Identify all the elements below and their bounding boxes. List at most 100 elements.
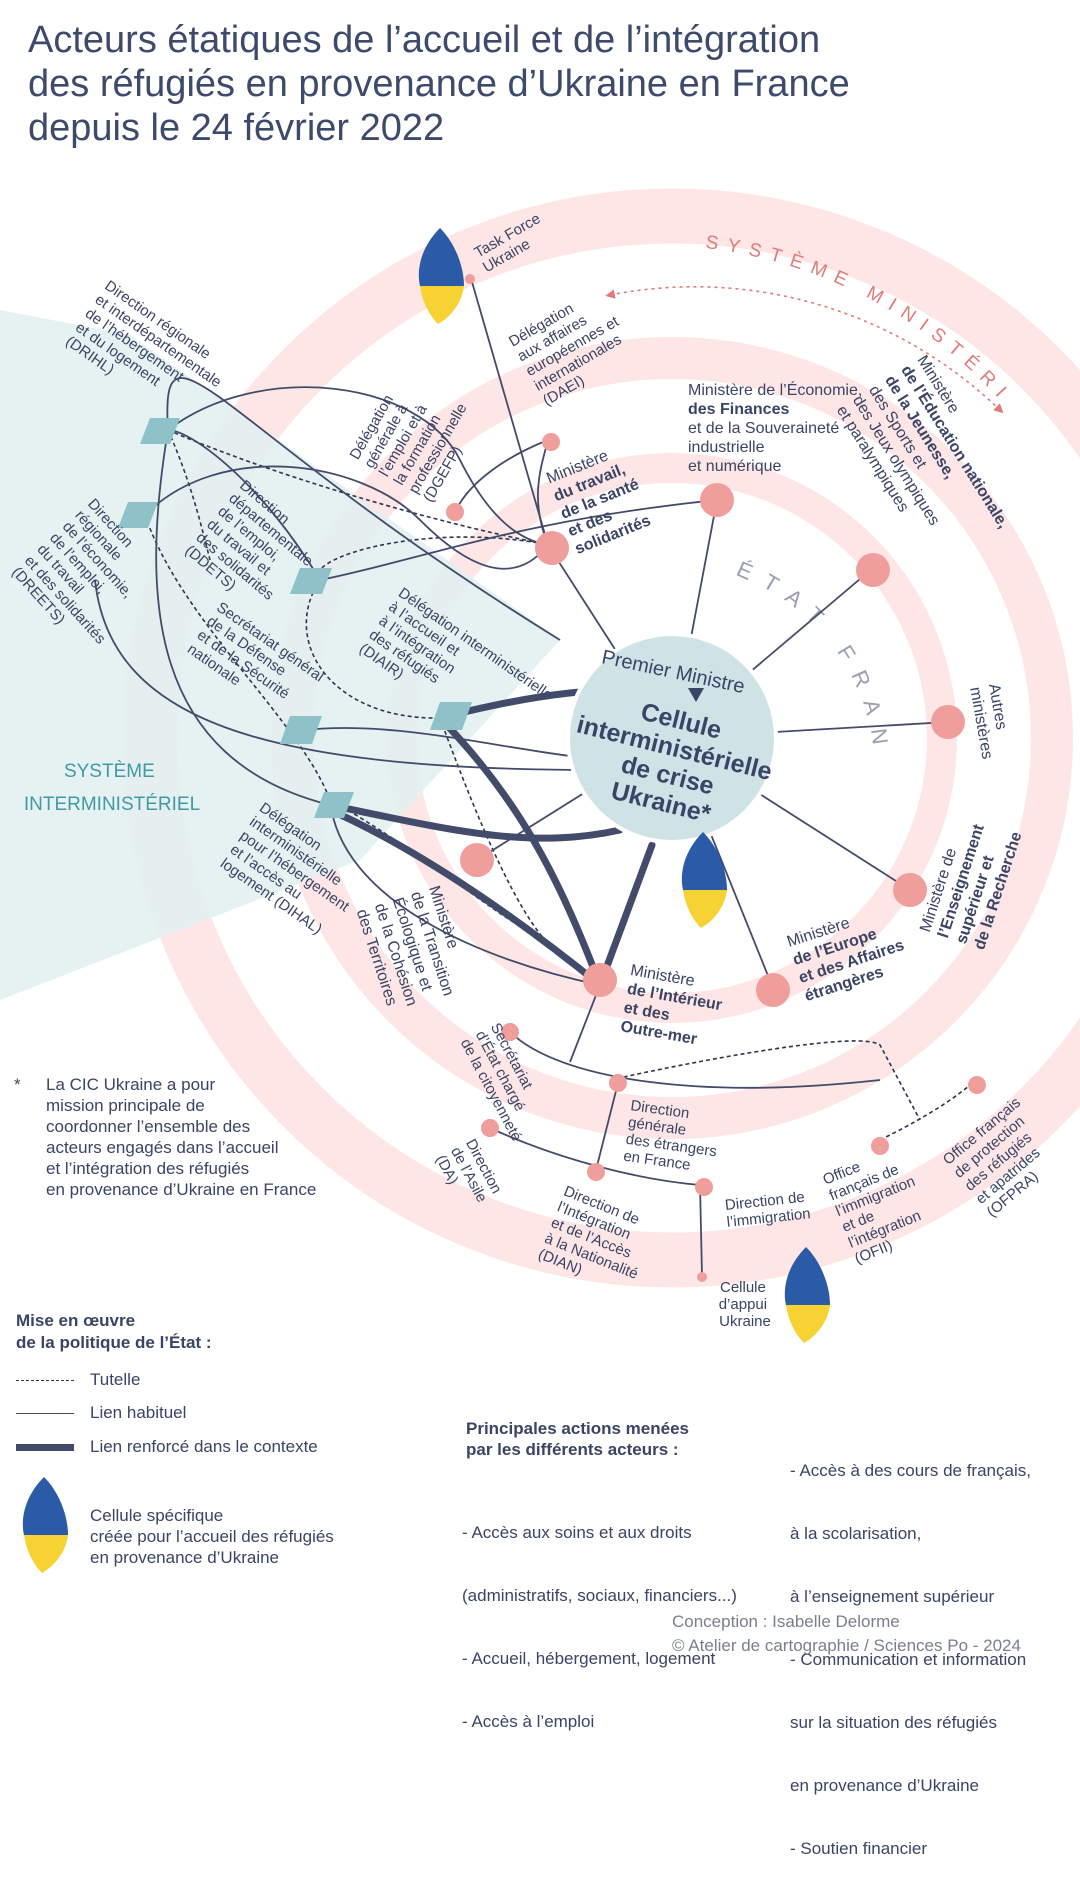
node-da[interactable]: [481, 1119, 499, 1137]
tutelle-link: [167, 429, 551, 546]
node-ofpra[interactable]: [968, 1076, 986, 1094]
link: [329, 799, 601, 986]
node-dgefp[interactable]: [446, 503, 464, 521]
tutelle-link: [167, 429, 211, 561]
legend-title: Mise en œuvre de la politique de l’État …: [16, 1310, 212, 1354]
interministerial-nodes: [118, 418, 472, 818]
node-immigration[interactable]: [695, 1178, 713, 1196]
footnote-line: en provenance d’Ukraine en France: [46, 1180, 317, 1199]
link: [167, 386, 549, 546]
link: [94, 579, 601, 771]
link: [569, 984, 601, 1063]
node-sgdsn[interactable]: [280, 716, 322, 744]
legend-thin-line: [16, 1413, 74, 1414]
credit-line: © Atelier de cartographie / Sciences Po …: [672, 1636, 1021, 1655]
label-cellule-appui: Cellule d’appui Ukraine: [719, 1279, 772, 1330]
node-ddets[interactable]: [290, 568, 332, 594]
legend-label: créée pour l’accueil des réfugiés: [90, 1527, 334, 1546]
node-drihl[interactable]: [140, 418, 180, 444]
action-item: sur la situation des réfugiés: [790, 1713, 997, 1732]
center-node[interactable]: Premier Ministre Cellule interministérie…: [560, 632, 781, 844]
link: [454, 439, 549, 513]
action-item: - Accueil, hébergement, logement: [462, 1649, 716, 1668]
footnote-line: coordonner l’ensemble des: [46, 1117, 251, 1136]
reinforced-link: [326, 806, 604, 989]
legend-title-line: de la politique de l’État :: [16, 1333, 212, 1352]
link: [144, 465, 549, 570]
footnote-line: La CIC Ukraine a pour: [46, 1075, 216, 1094]
link: [699, 1184, 703, 1276]
link: [537, 439, 549, 546]
node-transition[interactable]: [460, 843, 494, 877]
tutelle-link: [305, 579, 441, 719]
node-cellule-appui[interactable]: [697, 1272, 707, 1282]
label-ministere-economie: Ministère de l’Économie, des Finances et…: [688, 380, 867, 475]
node-dgef[interactable]: [609, 1074, 627, 1092]
center-arrow: [688, 688, 704, 702]
title-line-1: Acteurs étatiques de l’accueil et de l’i…: [28, 19, 821, 61]
legend-dashed-line: [16, 1380, 74, 1381]
tutelle-link: [144, 514, 331, 801]
reinforced-link: [596, 841, 656, 989]
footnote-line: acteurs engagés dans l’accueil: [46, 1138, 279, 1157]
action-item: à l’enseignement supérieur: [790, 1587, 995, 1606]
footnote-text: La CIC Ukraine a pour mission principale…: [46, 1074, 356, 1200]
link: [304, 727, 606, 761]
legend-thick-line: [16, 1444, 74, 1451]
node-economie[interactable]: [700, 483, 734, 517]
ministry-nodes: [446, 274, 986, 1282]
node-dreets[interactable]: [118, 502, 158, 528]
link: [167, 429, 321, 581]
link: [509, 1031, 881, 1089]
node-education[interactable]: [856, 553, 890, 587]
label-ministere-autres: Autres ministères: [966, 682, 1014, 760]
flag-icon: [681, 832, 727, 928]
link: [155, 429, 331, 806]
tutelle-link: [879, 1084, 971, 1141]
node-dihal[interactable]: [314, 792, 354, 818]
actions-title: Principales actions menées par les diffé…: [466, 1418, 689, 1460]
link: [595, 1082, 619, 1171]
node-secretariat[interactable]: [501, 1023, 519, 1041]
action-item: - Soutien financier: [790, 1839, 928, 1858]
credits: Conception : Isabelle Delorme © Atelier …: [672, 1610, 1021, 1658]
action-item: - Accès à des cours de français,: [790, 1461, 1031, 1480]
flag-icon: [418, 228, 464, 324]
ministerial-arrow: [605, 285, 1004, 414]
credit-line: Conception : Isabelle Delorme: [672, 1612, 900, 1631]
node-travail[interactable]: [535, 531, 569, 565]
link: [166, 377, 561, 641]
node-europe[interactable]: [756, 973, 790, 1007]
link: [319, 499, 718, 581]
legend-label: Lien habituel: [90, 1403, 187, 1422]
action-item: - Accès à l’emploi: [462, 1712, 595, 1731]
footnote-star: *: [14, 1075, 21, 1094]
node-enseignement[interactable]: [893, 873, 927, 907]
node-ofii[interactable]: [871, 1137, 889, 1155]
footnote-line: et l’intégration des réfugiés: [46, 1159, 250, 1178]
node-diair[interactable]: [430, 702, 472, 730]
legend-title-line: Mise en œuvre: [16, 1311, 136, 1330]
node-interieur[interactable]: [583, 963, 617, 997]
node-dian[interactable]: [587, 1163, 605, 1181]
legend-label: en provenance d’Ukraine: [90, 1548, 280, 1567]
link: [469, 274, 549, 546]
page-title: Acteurs étatiques de l’accueil et de l’i…: [28, 18, 928, 150]
actions-title-line: par les différents acteurs :: [466, 1440, 679, 1459]
interministerial-zone: [0, 310, 560, 1000]
action-item: - Accès aux soins et aux droits: [462, 1523, 692, 1542]
legend-label: Tutelle: [90, 1370, 141, 1389]
action-item: à la scolarisation,: [790, 1524, 922, 1543]
legend-label: Lien renforcé dans le contexte: [90, 1437, 318, 1456]
center-circle: [566, 632, 778, 844]
diagram: SYSTÈME MINISTÉRIEL ÉTAT FRANÇAIS SYSTÈM…: [0, 0, 1080, 1343]
node-autres[interactable]: [931, 705, 965, 739]
flag-icon: [784, 1247, 830, 1343]
action-item: (administratifs, sociaux, financiers...): [462, 1586, 737, 1605]
node-task-force[interactable]: [465, 274, 475, 284]
tutelle-link: [439, 717, 546, 941]
action-item: - Communication et information: [790, 1650, 1027, 1669]
legend-label: Cellule spécifique: [90, 1506, 224, 1525]
footnote-line: mission principale de: [46, 1096, 205, 1115]
node-daei[interactable]: [542, 433, 560, 451]
